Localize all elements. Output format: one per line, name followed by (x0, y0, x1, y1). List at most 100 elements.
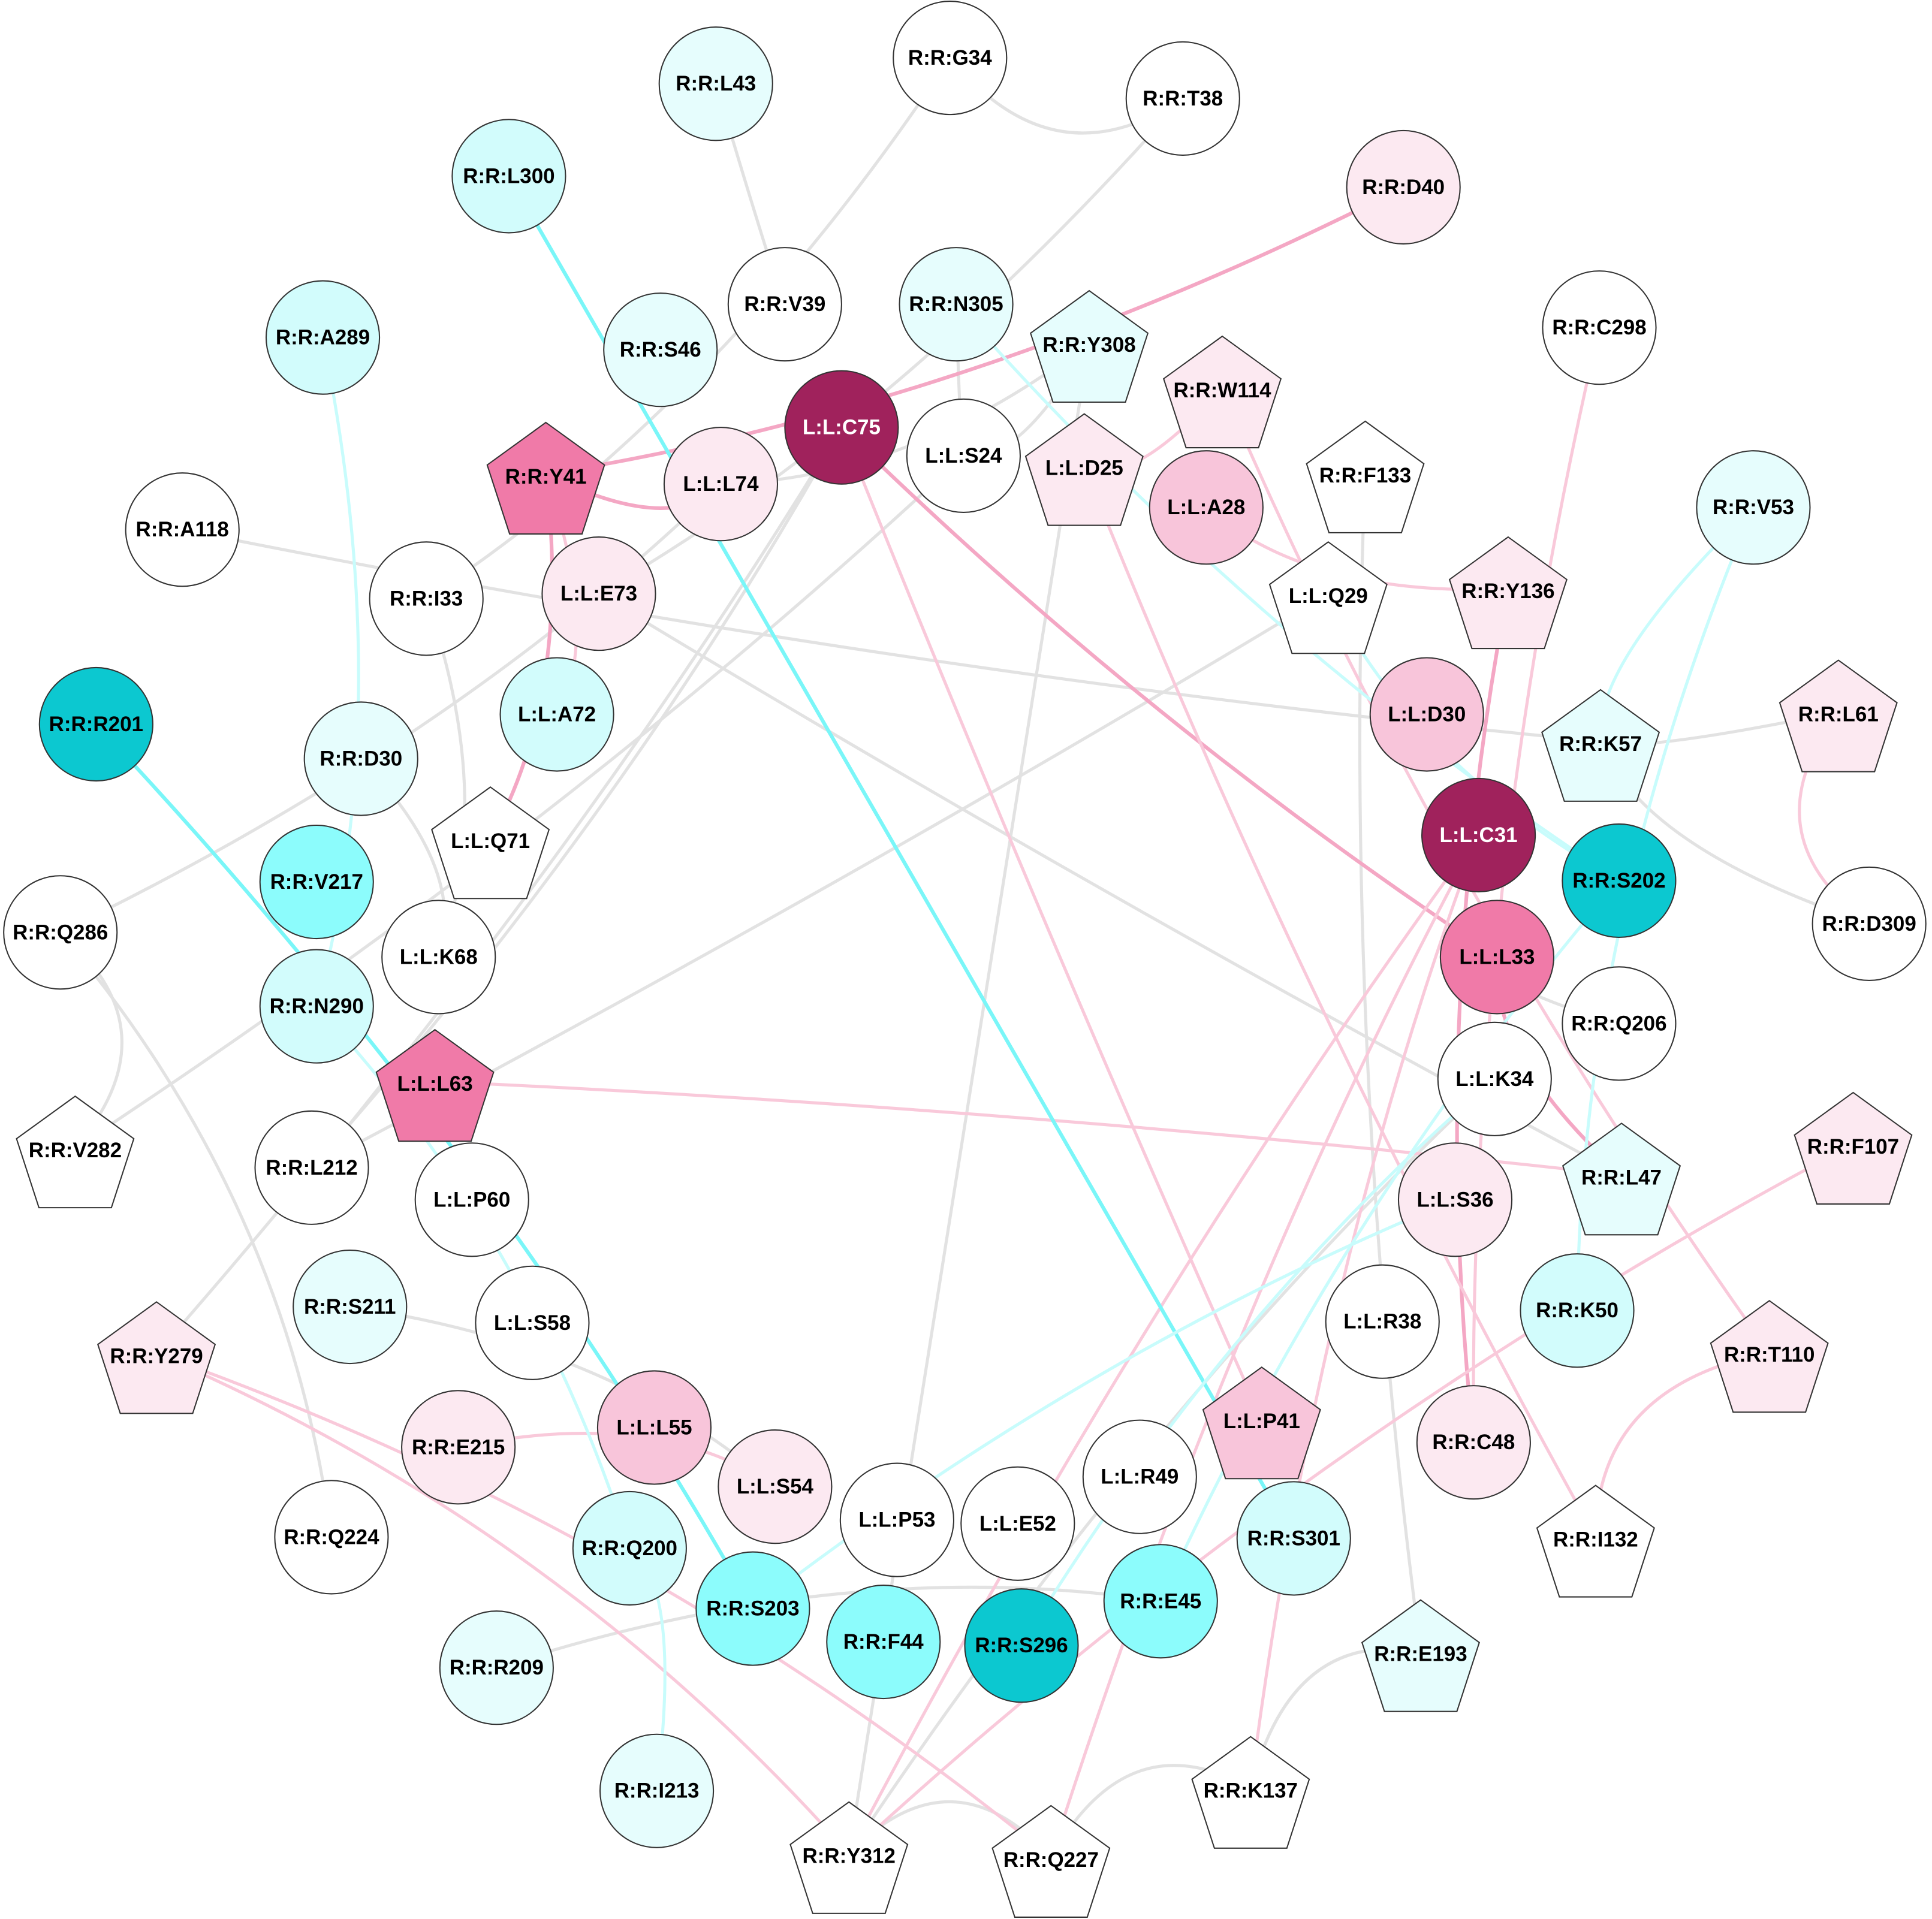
node-label: L:L:E52 (979, 1512, 1056, 1535)
node-r-r-q227[interactable]: R:R:Q227 (991, 1805, 1111, 1918)
node-r-r-v217[interactable]: R:R:V217 (259, 824, 374, 940)
node-l-l-c31[interactable]: L:L:C31 (1421, 777, 1536, 892)
node-l-l-l63[interactable]: L:L:L63 (375, 1028, 495, 1142)
node-l-l-e52[interactable]: L:L:E52 (960, 1466, 1075, 1581)
node-r-r-r201[interactable]: R:R:R201 (38, 666, 153, 782)
circle-node-shape (1325, 1264, 1440, 1379)
circle-node-shape (1397, 1142, 1513, 1257)
pentagon-node-shape (375, 1028, 495, 1142)
node-label: L:L:A28 (1167, 496, 1245, 519)
node-r-r-t38[interactable]: R:R:T38 (1125, 41, 1240, 156)
pentagon-node-shape (1191, 1736, 1310, 1849)
node-r-r-y41[interactable]: R:R:Y41 (486, 421, 605, 535)
node-r-r-c48[interactable]: R:R:C48 (1416, 1385, 1531, 1500)
node-l-l-s36[interactable]: L:L:S36 (1397, 1142, 1513, 1257)
node-r-r-l212[interactable]: R:R:L212 (254, 1110, 369, 1225)
node-r-r-q200[interactable]: R:R:Q200 (572, 1490, 687, 1606)
node-r-r-g34[interactable]: R:R:G34 (893, 1, 1008, 116)
node-r-r-d40[interactable]: R:R:D40 (1346, 129, 1461, 245)
node-r-r-s202[interactable]: R:R:S202 (1562, 823, 1677, 939)
node-r-r-i33[interactable]: R:R:I33 (369, 541, 484, 656)
node-r-r-v39[interactable]: R:R:V39 (727, 247, 842, 362)
circle-node-shape (259, 824, 374, 940)
node-r-r-r209[interactable]: R:R:R209 (439, 1610, 554, 1725)
node-l-l-s54[interactable]: L:L:S54 (718, 1429, 833, 1544)
circle-node-shape (839, 1462, 954, 1577)
node-label: R:R:D309 (1822, 912, 1916, 936)
node-r-r-l61[interactable]: R:R:L61 (1779, 659, 1898, 773)
node-r-r-s211[interactable]: R:R:S211 (293, 1249, 408, 1365)
node-l-l-a72[interactable]: L:L:A72 (499, 657, 614, 772)
node-r-r-c298[interactable]: R:R:C298 (1542, 270, 1657, 385)
edge-l-l-c31-to-r-r-q227 (1049, 834, 1480, 1858)
node-r-r-e215[interactable]: R:R:E215 (401, 1390, 516, 1505)
circle-node-shape (303, 701, 418, 816)
node-r-r-i213[interactable]: R:R:I213 (599, 1733, 715, 1848)
node-label: R:R:L300 (463, 164, 554, 188)
node-r-r-v53[interactable]: R:R:V53 (1696, 450, 1811, 565)
node-label: R:R:D30 (320, 747, 402, 771)
node-r-r-w114[interactable]: R:R:W114 (1162, 335, 1282, 449)
node-r-r-n290[interactable]: R:R:N290 (259, 949, 374, 1064)
node-l-l-k68[interactable]: L:L:K68 (381, 900, 496, 1015)
node-r-r-a289[interactable]: R:R:A289 (265, 280, 381, 395)
node-l-l-c75[interactable]: L:L:C75 (784, 370, 899, 485)
node-r-r-y312[interactable]: R:R:Y312 (789, 1801, 909, 1914)
node-l-l-r38[interactable]: L:L:R38 (1325, 1264, 1440, 1379)
node-r-r-s301[interactable]: R:R:S301 (1236, 1481, 1351, 1596)
node-r-r-t110[interactable]: R:R:T110 (1710, 1300, 1829, 1413)
node-l-l-l74[interactable]: L:L:L74 (663, 427, 779, 542)
node-r-r-l47[interactable]: R:R:L47 (1562, 1123, 1681, 1236)
node-r-r-e45[interactable]: R:R:E45 (1103, 1544, 1218, 1659)
node-l-l-e73[interactable]: L:L:E73 (541, 536, 656, 651)
node-l-l-p53[interactable]: L:L:P53 (839, 1462, 954, 1577)
node-l-l-l55[interactable]: L:L:L55 (596, 1370, 712, 1485)
node-l-l-q71[interactable]: L:L:Q71 (431, 786, 550, 900)
node-l-l-q29[interactable]: L:L:Q29 (1268, 541, 1388, 654)
node-r-r-a118[interactable]: R:R:A118 (125, 472, 240, 587)
node-r-r-y136[interactable]: R:R:Y136 (1448, 536, 1568, 650)
node-l-l-p41[interactable]: L:L:P41 (1202, 1366, 1321, 1480)
node-r-r-f44[interactable]: R:R:F44 (826, 1585, 941, 1700)
node-l-l-a28[interactable]: L:L:A28 (1149, 450, 1264, 565)
node-label: R:R:F44 (843, 1630, 924, 1654)
node-r-r-k137[interactable]: R:R:K137 (1191, 1736, 1310, 1849)
node-r-r-k50[interactable]: R:R:K50 (1520, 1253, 1635, 1368)
circle-node-shape (727, 247, 842, 362)
node-r-r-f133[interactable]: R:R:F133 (1306, 420, 1425, 533)
node-l-l-r49[interactable]: L:L:R49 (1082, 1419, 1197, 1534)
pentagon-node-shape (1448, 536, 1568, 650)
node-l-l-s58[interactable]: L:L:S58 (475, 1265, 590, 1380)
node-r-r-y308[interactable]: R:R:Y308 (1029, 289, 1149, 403)
node-r-r-k57[interactable]: R:R:K57 (1541, 689, 1660, 802)
circle-node-shape (1421, 777, 1536, 892)
node-label: R:R:K57 (1559, 732, 1642, 756)
node-r-r-l300[interactable]: R:R:L300 (451, 119, 566, 234)
node-r-r-n305[interactable]: R:R:N305 (899, 247, 1014, 362)
node-l-l-s24[interactable]: L:L:S24 (906, 398, 1021, 513)
node-l-l-d25[interactable]: L:L:D25 (1024, 413, 1144, 526)
node-l-l-d30[interactable]: L:L:D30 (1369, 657, 1484, 772)
node-l-l-k34[interactable]: L:L:K34 (1437, 1021, 1552, 1136)
node-r-r-y279[interactable]: R:R:Y279 (97, 1301, 216, 1414)
node-label: L:L:A72 (518, 703, 596, 726)
node-r-r-s203[interactable]: R:R:S203 (695, 1551, 810, 1666)
node-r-r-i132[interactable]: R:R:I132 (1536, 1484, 1655, 1598)
node-l-l-l33[interactable]: L:L:L33 (1439, 900, 1554, 1015)
node-r-r-q206[interactable]: R:R:Q206 (1562, 966, 1677, 1081)
node-r-r-s46[interactable]: R:R:S46 (603, 292, 718, 408)
node-r-r-v282[interactable]: R:R:V282 (16, 1095, 135, 1209)
node-r-r-s296[interactable]: R:R:S296 (964, 1588, 1079, 1703)
node-r-r-e193[interactable]: R:R:E193 (1361, 1599, 1481, 1712)
edge-l-l-c75-to-l-l-l33 (840, 426, 1499, 959)
node-l-l-p60[interactable]: L:L:P60 (414, 1142, 529, 1257)
node-r-r-f107[interactable]: R:R:F107 (1794, 1091, 1913, 1205)
node-r-r-d30[interactable]: R:R:D30 (303, 701, 418, 816)
node-r-r-q286[interactable]: R:R:Q286 (3, 875, 118, 990)
node-r-r-d309[interactable]: R:R:D309 (1812, 866, 1927, 981)
circle-node-shape (254, 1110, 369, 1225)
node-r-r-q224[interactable]: R:R:Q224 (274, 1480, 389, 1595)
node-label: R:R:E45 (1120, 1589, 1201, 1613)
node-r-r-l43[interactable]: R:R:L43 (658, 26, 773, 141)
edge-l-l-k34-to-r-r-s296 (1020, 1078, 1496, 1647)
